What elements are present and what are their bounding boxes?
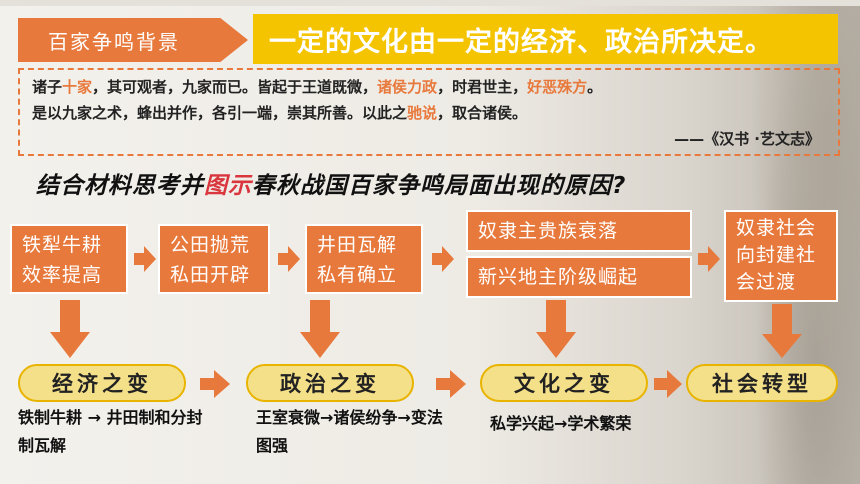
- question: 结合材料思考并图示春秋战国百家争鸣局面出现的原因?: [36, 166, 626, 200]
- flow-box-well-field: 井田瓦解私有确立: [305, 224, 423, 294]
- quote-highlight: 好恶殊方: [527, 78, 588, 96]
- arrow-down-icon: [762, 304, 802, 358]
- arrow-right-icon: [698, 246, 720, 272]
- pill-politics: 政治之变: [246, 364, 414, 402]
- arrow-down-icon: [536, 300, 576, 358]
- quote-text: ，取合诸侯。: [437, 104, 528, 122]
- question-pre: 结合材料思考并: [36, 173, 204, 199]
- section-tag: 百家争鸣背景: [18, 18, 248, 62]
- quote-line-2: 是以九家之术，蜂出并作，各引一端，崇其所善。以此之驰说，取合诸侯。: [32, 100, 826, 126]
- flow-box-label: 铁犁牛耕效率提高: [22, 234, 103, 286]
- flow-box-label: 井田瓦解私有确立: [317, 234, 398, 286]
- pill-culture: 文化之变: [480, 364, 648, 402]
- arrow-right-icon: [278, 246, 300, 272]
- quote-line-1: 诸子十家，其可观者，九家而已。皆起于王道既微，诸侯力政，时君世主，好恶殊方。: [32, 74, 826, 100]
- quote-source: ——《汉书 ·艺文志》: [674, 130, 820, 148]
- top-strip: [0, 0, 860, 6]
- question-highlight: 图示: [204, 173, 252, 199]
- arrow-right-icon: [432, 246, 454, 272]
- quote-text: ，其可观者，九家而已。皆起于王道既微，: [92, 78, 378, 96]
- flow-box-label: 奴隶社会向封建社会过渡: [736, 217, 817, 293]
- flow-box-public-field: 公田抛荒私田开辟: [158, 224, 270, 294]
- quote-box: 诸子十家，其可观者，九家而已。皆起于王道既微，诸侯力政，时君世主，好恶殊方。 是…: [18, 68, 840, 156]
- flow-box-label: 奴隶主贵族衰落: [478, 220, 619, 242]
- pill-society: 社会转型: [686, 364, 838, 402]
- quote-text: 诸子: [32, 78, 63, 96]
- flow-box-label: 公田抛荒私田开辟: [170, 234, 251, 286]
- arrow-right-icon: [134, 246, 156, 272]
- arrow-down-icon: [300, 300, 340, 358]
- quote-highlight: 驰说: [407, 104, 438, 122]
- quote-highlight: 十家: [62, 78, 93, 96]
- flow-box-landlords: 新兴地主阶级崛起: [466, 256, 692, 298]
- arrow-right-icon: [436, 370, 466, 398]
- note-culture: 私学兴起→学术繁荣: [490, 414, 632, 433]
- headline: 一定的文化由一定的经济、政治所决定。: [253, 14, 838, 64]
- question-post: 春秋战国百家争鸣局面出现的原因?: [252, 173, 627, 199]
- quote-text: 是以九家之术，蜂出并作，各引一端，崇其所善。以此之: [32, 104, 408, 122]
- quote-text: ，时君世主，: [437, 78, 528, 96]
- quote-text: 。: [587, 78, 603, 96]
- flow-box-iron-plough: 铁犁牛耕效率提高: [10, 224, 128, 294]
- arrow-right-icon: [200, 370, 230, 398]
- flow-box-transition: 奴隶社会向封建社会过渡: [724, 210, 838, 302]
- flow-box-label: 新兴地主阶级崛起: [478, 266, 639, 288]
- arrow-down-icon: [50, 300, 90, 358]
- pill-economy: 经济之变: [18, 364, 186, 402]
- note-economy: 铁制牛耕 → 井田制和分封制瓦解: [18, 408, 203, 455]
- arrow-right-icon: [654, 370, 682, 398]
- quote-highlight: 诸侯力政: [377, 78, 438, 96]
- flow-box-slave-owners: 奴隶主贵族衰落: [466, 210, 692, 252]
- note-politics: 王室衰微→诸侯纷争→变法图强: [256, 408, 443, 455]
